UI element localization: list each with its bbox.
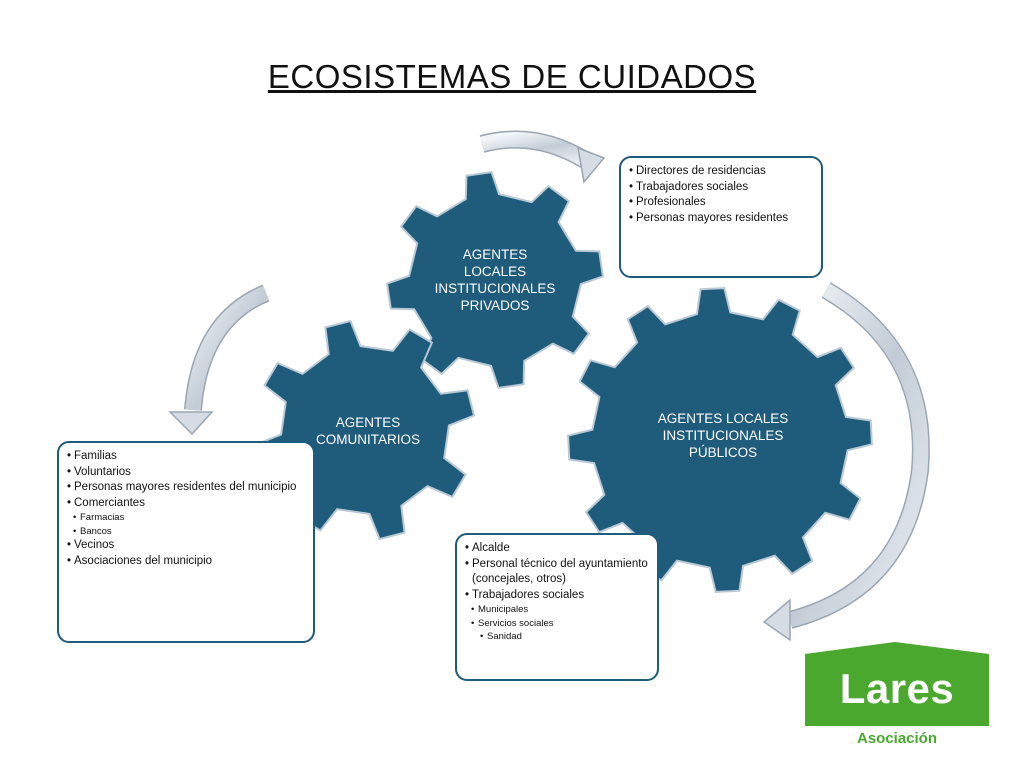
list-item: Profesionales xyxy=(629,195,813,211)
list-item: Familias xyxy=(67,449,305,465)
list-item: Voluntarios xyxy=(67,465,305,481)
logo-wordmark: Lares xyxy=(839,665,955,712)
list-item: Alcalde xyxy=(465,541,649,557)
gear-privados xyxy=(385,170,605,390)
logo-subtitle: Asociación xyxy=(856,730,938,747)
list-item: Vecinos xyxy=(67,538,305,554)
lares-logo xyxy=(805,642,989,726)
gear-label-comunitarios: AGENTES COMUNITARIOS xyxy=(316,415,420,447)
box-privados: Directores de residencias Trabajadores s… xyxy=(619,156,823,278)
arrows-layer xyxy=(168,130,930,642)
list-item: Trabajadores sociales xyxy=(629,180,813,196)
arrow-top-head xyxy=(577,146,606,184)
gear-label-privados: AGENTES LOCALES INSTITUCIONALES PRIVADOS xyxy=(434,247,556,313)
gears-layer xyxy=(254,170,873,593)
list-subitem: Bancos xyxy=(67,525,305,539)
list-subitem: Farmacias xyxy=(67,511,305,525)
gear-label-publicos: AGENTES LOCALES INSTITUCIONALES PÚBLICOS xyxy=(657,411,789,460)
list-item: Personas mayores residentes xyxy=(629,211,813,227)
arrow-left-head xyxy=(168,411,214,436)
page-title: ECOSISTEMAS DE CUIDADOS xyxy=(267,58,757,95)
arrow-top xyxy=(480,132,589,167)
list-item: Comerciantes xyxy=(67,496,305,512)
list-item: Asociaciones del municipio xyxy=(67,554,305,570)
list-subsubitem: Sanidad xyxy=(465,630,649,644)
arrow-right xyxy=(788,283,929,628)
arrow-right-head xyxy=(762,598,791,642)
box-comunitarios: Familias Voluntarios Personas mayores re… xyxy=(57,441,315,643)
list-subitem: Municipales xyxy=(465,603,649,617)
list-item: Directores de residencias xyxy=(629,164,813,180)
box-publicos: Alcalde Personal técnico del ayuntamient… xyxy=(455,533,659,681)
list-subitem: Servicios sociales xyxy=(465,617,649,631)
list-item: Trabajadores sociales xyxy=(465,588,649,604)
list-item: Personal técnico del ayuntamiento (conce… xyxy=(465,557,649,588)
gear-publicos xyxy=(567,287,873,593)
arrow-left xyxy=(185,286,270,411)
list-item: Personas mayores residentes del municipi… xyxy=(67,480,305,496)
